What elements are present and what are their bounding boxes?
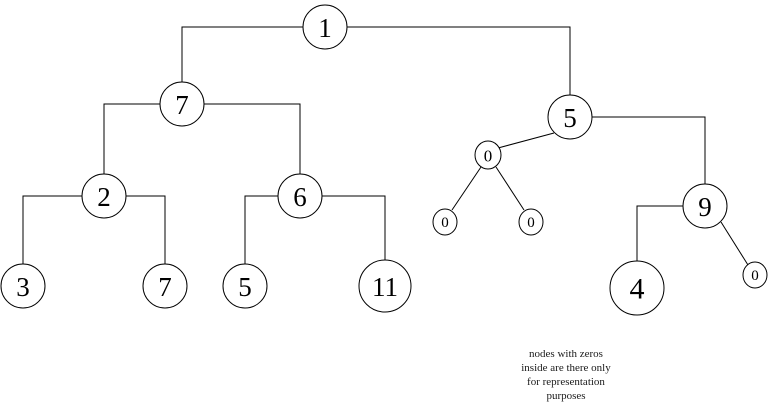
node-circle bbox=[474, 140, 502, 170]
tree-edge-n9-l4 bbox=[636, 205, 683, 261]
node-label: 3 bbox=[16, 272, 30, 302]
node-circle bbox=[742, 261, 768, 289]
tree-node-z_left[interactable]: 0 bbox=[432, 208, 458, 236]
node-label: 4 bbox=[630, 273, 645, 306]
caption-note: nodes with zeros inside are there only for… bbox=[521, 348, 611, 402]
tree-node-l5[interactable]: 5 bbox=[222, 263, 268, 309]
tree-edge-n6-l5 bbox=[244, 195, 278, 264]
node-label: 0 bbox=[751, 268, 759, 284]
edge-layer bbox=[22, 26, 749, 266]
node-circle bbox=[518, 208, 544, 236]
node-label: 9 bbox=[698, 192, 712, 222]
node-label: 0 bbox=[527, 215, 535, 231]
node-circle bbox=[682, 183, 728, 229]
tree-node-n6[interactable]: 6 bbox=[277, 173, 323, 219]
caption-line-3: for representation bbox=[527, 376, 605, 388]
caption-line-1: nodes with zeros bbox=[529, 348, 603, 360]
tree-edge-n2-l3 bbox=[22, 195, 82, 264]
node-label: 0 bbox=[441, 215, 449, 231]
tree-edge-n5-z_mid bbox=[497, 132, 555, 149]
caption-line-2: inside are there only bbox=[521, 362, 611, 374]
tree-node-n2[interactable]: 2 bbox=[81, 173, 127, 219]
tree-edge-root-n5 bbox=[347, 26, 571, 95]
node-circle bbox=[358, 259, 412, 313]
tree-node-l4[interactable]: 4 bbox=[609, 260, 665, 316]
tree-edge-n6-l11 bbox=[322, 195, 386, 260]
node-circle bbox=[547, 94, 593, 140]
node-circle bbox=[0, 263, 46, 309]
tree-edge-n7-n2 bbox=[103, 103, 160, 174]
node-label: 1 bbox=[318, 13, 332, 43]
node-circle bbox=[609, 260, 665, 316]
tree-edge-n9-z_nine bbox=[720, 221, 749, 266]
node-label: 7 bbox=[175, 90, 189, 120]
tree-node-l11[interactable]: 11 bbox=[358, 259, 412, 313]
node-label: 5 bbox=[238, 272, 252, 302]
tree-node-root[interactable]: 1 bbox=[302, 4, 348, 50]
tree-node-z_mid[interactable]: 0 bbox=[474, 140, 502, 170]
node-label: 2 bbox=[97, 182, 111, 212]
tree-edge-n5-n9 bbox=[592, 116, 706, 184]
node-label: 5 bbox=[563, 103, 577, 133]
tree-node-l3[interactable]: 3 bbox=[0, 263, 46, 309]
node-circle bbox=[142, 263, 188, 309]
node-circle bbox=[302, 4, 348, 50]
node-circle bbox=[432, 208, 458, 236]
tree-edge-n7-n6 bbox=[204, 103, 301, 174]
node-circle bbox=[222, 263, 268, 309]
node-label: 11 bbox=[372, 272, 398, 302]
tree-edge-root-n7 bbox=[181, 26, 303, 82]
tree-edge-z_mid-z_right bbox=[495, 166, 525, 211]
tree-edge-n2-l7 bbox=[126, 195, 166, 264]
tree-node-n9[interactable]: 9 bbox=[682, 183, 728, 229]
tree-node-z_right[interactable]: 0 bbox=[518, 208, 544, 236]
node-label: 0 bbox=[484, 147, 493, 166]
node-circle bbox=[277, 173, 323, 219]
caption-line-4: purposes bbox=[546, 390, 585, 402]
node-circle bbox=[159, 81, 205, 127]
node-label: 6 bbox=[293, 182, 307, 212]
tree-edge-z_mid-z_left bbox=[451, 166, 482, 211]
tree-node-z_nine[interactable]: 0 bbox=[742, 261, 768, 289]
node-label: 7 bbox=[158, 272, 172, 302]
tree-node-n7[interactable]: 7 bbox=[159, 81, 205, 127]
tree-node-l7[interactable]: 7 bbox=[142, 263, 188, 309]
node-layer: 1 7 5 2 6 9 3 7 5 11 4 0 0 0 0 bbox=[0, 4, 768, 316]
node-circle bbox=[81, 173, 127, 219]
tree-node-n5[interactable]: 5 bbox=[547, 94, 593, 140]
